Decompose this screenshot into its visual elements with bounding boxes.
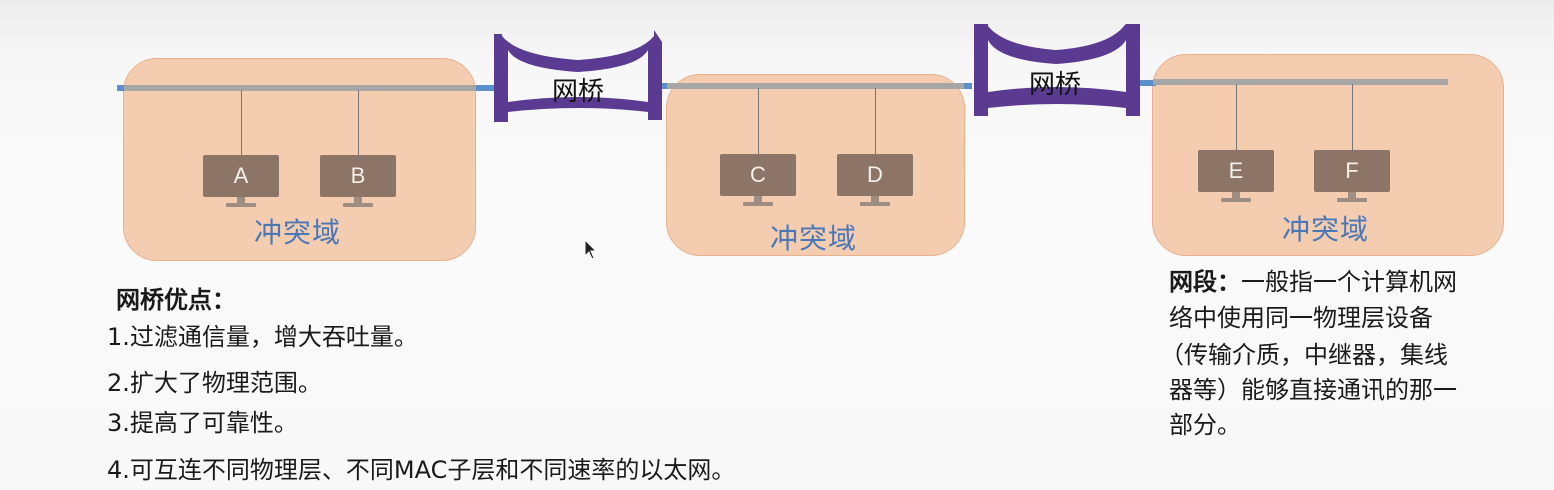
segment-note-text-1: 一般指一个计算机网: [1241, 268, 1457, 296]
host-b-wire: [358, 90, 359, 156]
host-f-wire: [1352, 84, 1353, 151]
advantages-title: 网桥优点：: [116, 286, 236, 314]
host-d-label: D: [837, 154, 913, 196]
collision-domain-1-label: 冲突域: [254, 216, 342, 249]
collision-domain-2: [666, 74, 965, 256]
host-f-computer-icon: F: [1314, 150, 1390, 208]
bridge-1-icon: [494, 30, 662, 122]
advantage-item-3: 3.提高了可靠性。: [107, 409, 298, 437]
bus-link-right: [1138, 80, 1156, 86]
collision-domain-2-label: 冲突域: [770, 222, 858, 255]
bus-segment-3: [1153, 79, 1448, 85]
bridge-2-label: 网桥: [1029, 70, 1082, 100]
segment-note-line-2: 络中使用同一物理层设备: [1169, 304, 1433, 332]
host-f-label: F: [1314, 150, 1390, 192]
host-c-wire: [758, 88, 759, 155]
advantage-item-1: 1.过滤通信量，增大吞吐量。: [107, 323, 418, 351]
host-d-computer-icon: D: [837, 154, 913, 212]
segment-note-line-5: 部分。: [1169, 411, 1241, 439]
host-a-computer-icon: A: [203, 155, 279, 213]
host-c-label: C: [720, 154, 796, 196]
host-a-wire: [241, 90, 242, 156]
host-b-label: B: [320, 155, 396, 197]
bus-segment-2: [667, 83, 964, 89]
host-d-wire: [875, 88, 876, 155]
bus-segment-1: [124, 85, 476, 91]
collision-domain-3-label: 冲突域: [1282, 213, 1370, 246]
host-b-computer-icon: B: [320, 155, 396, 213]
bridge-1-label: 网桥: [552, 77, 605, 107]
segment-note-line-1: 网段：一般指一个计算机网: [1169, 262, 1457, 297]
host-c-computer-icon: C: [720, 154, 796, 212]
segment-term: 网段：: [1169, 268, 1241, 296]
host-e-label: E: [1198, 150, 1274, 192]
collision-domain-1: [123, 58, 476, 261]
segment-note-line-3: （传输介质，中继器，集线: [1160, 341, 1448, 369]
host-a-label: A: [203, 155, 279, 197]
bridge-2-icon: [974, 24, 1140, 116]
mouse-pointer-icon: [584, 239, 598, 260]
host-e-computer-icon: E: [1198, 150, 1274, 208]
host-e-wire: [1236, 84, 1237, 151]
segment-note-line-4: 器等）能够直接通讯的那一: [1169, 376, 1457, 404]
advantage-item-2: 2.扩大了物理范围。: [107, 369, 322, 397]
advantage-item-4: 4.可互连不同物理层、不同MAC子层和不同速率的以太网。: [107, 456, 736, 484]
